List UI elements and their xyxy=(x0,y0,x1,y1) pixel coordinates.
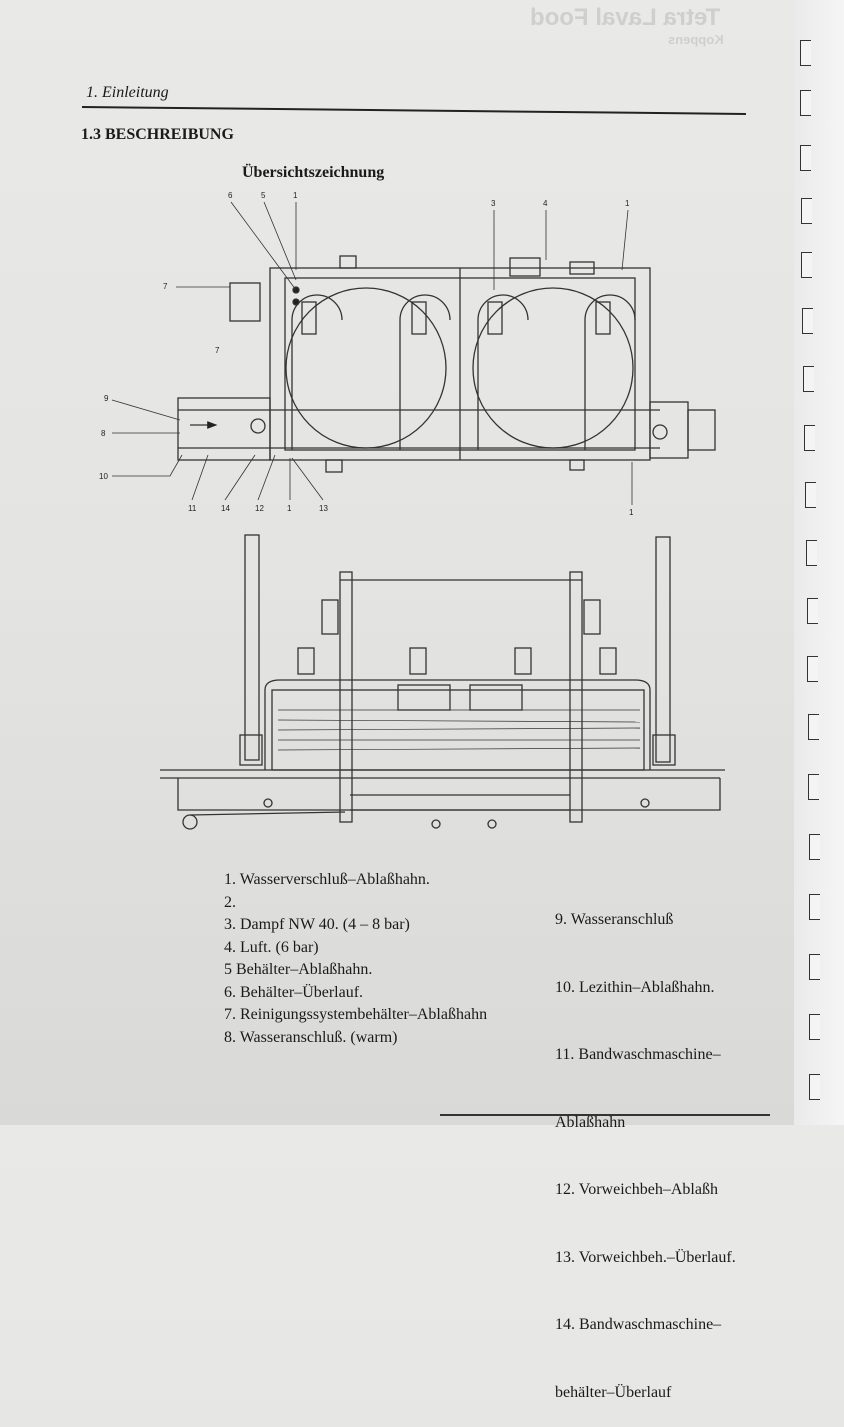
binder-hole xyxy=(808,714,819,740)
svg-text:12: 12 xyxy=(255,504,264,513)
svg-text:13: 13 xyxy=(319,504,328,513)
svg-text:1: 1 xyxy=(625,199,630,208)
binder-hole xyxy=(800,90,811,116)
binder-hole xyxy=(800,145,811,171)
binder-hole xyxy=(809,954,820,980)
svg-text:14: 14 xyxy=(221,504,230,513)
legend-item: 7. Reinigungssystembehälter–Ablaßhahn xyxy=(224,1006,488,1023)
svg-text:6: 6 xyxy=(228,191,233,200)
binder-hole xyxy=(809,1014,820,1040)
svg-text:11: 11 xyxy=(188,504,197,513)
svg-text:8: 8 xyxy=(101,429,106,438)
top-view xyxy=(177,255,716,473)
svg-text:9: 9 xyxy=(104,394,109,403)
binder-hole xyxy=(803,366,814,392)
legend-item: 12. Vorweichbeh–Ablaßh xyxy=(555,1181,718,1198)
binder-edge xyxy=(794,0,844,1125)
legend-left: 1. Wasserverschluß–Ablaßhahn. 2. 3. Damp… xyxy=(224,869,487,1049)
binder-hole xyxy=(809,834,820,860)
svg-text:7: 7 xyxy=(163,282,168,291)
binder-hole xyxy=(801,198,812,224)
svg-text:1: 1 xyxy=(287,504,292,513)
binder-hole xyxy=(806,540,817,566)
legend-right: 9. Wasseranschluß 10. Lezithin–Ablaßhahn… xyxy=(555,864,736,1427)
svg-text:10: 10 xyxy=(99,472,108,481)
svg-text:1: 1 xyxy=(293,191,298,200)
leader-lines xyxy=(111,201,633,505)
chapter-header: 1. Einleitung xyxy=(86,84,169,101)
legend-item: behälter–Überlauf xyxy=(555,1383,672,1401)
binder-hole xyxy=(807,598,818,624)
legend-item: 11. Bandwaschmaschine– xyxy=(555,1046,721,1063)
legend-item: 5 Behälter–Ablaßhahn. xyxy=(224,961,373,978)
legend-item: 13. Vorweichbeh.–Überlauf. xyxy=(555,1248,736,1266)
binder-hole xyxy=(809,894,820,920)
svg-text:4: 4 xyxy=(543,199,548,208)
legend-item: 4. Luft. (6 bar) xyxy=(224,938,319,956)
legend-item: 3. Dampf NW 40. (4 – 8 bar) xyxy=(224,916,410,933)
section-title: 1.3 BESCHREIBUNG xyxy=(81,126,234,143)
binder-hole xyxy=(805,482,816,508)
legend-item: 14. Bandwaschmaschine– xyxy=(555,1316,722,1333)
legend-item: 1. Wasserverschluß–Ablaßhahn. xyxy=(224,871,430,888)
binder-hole xyxy=(800,40,811,66)
drawing-title: Übersichtszeichnung xyxy=(242,164,385,181)
svg-text:5: 5 xyxy=(261,191,266,200)
legend-item: 6. Behälter–Überlauf. xyxy=(224,983,364,1001)
legend-item: 10. Lezithin–Ablaßhahn. xyxy=(555,978,715,996)
binder-hole xyxy=(802,308,813,334)
svg-text:3: 3 xyxy=(491,199,496,208)
binder-hole xyxy=(801,252,812,278)
binder-hole xyxy=(807,656,818,682)
svg-text:7: 7 xyxy=(215,346,220,355)
legend-item: 2. xyxy=(224,893,236,911)
footer-rule xyxy=(440,1114,770,1116)
legend-item: 9. Wasseranschluß xyxy=(555,911,674,928)
binder-hole xyxy=(809,1074,820,1100)
callout-labels: 6 5 1 3 4 1 7 7 9 8 10 11 14 12 1 13 1 xyxy=(99,191,634,517)
overview-drawing: 6 5 1 3 4 1 7 7 9 8 10 11 14 12 1 13 1 xyxy=(99,191,725,830)
binder-hole xyxy=(804,425,815,451)
side-view xyxy=(160,534,725,830)
svg-text:1: 1 xyxy=(629,508,634,517)
legend-item: 8. Wasseranschluß. (warm) xyxy=(224,1028,398,1046)
binder-hole xyxy=(808,774,819,800)
